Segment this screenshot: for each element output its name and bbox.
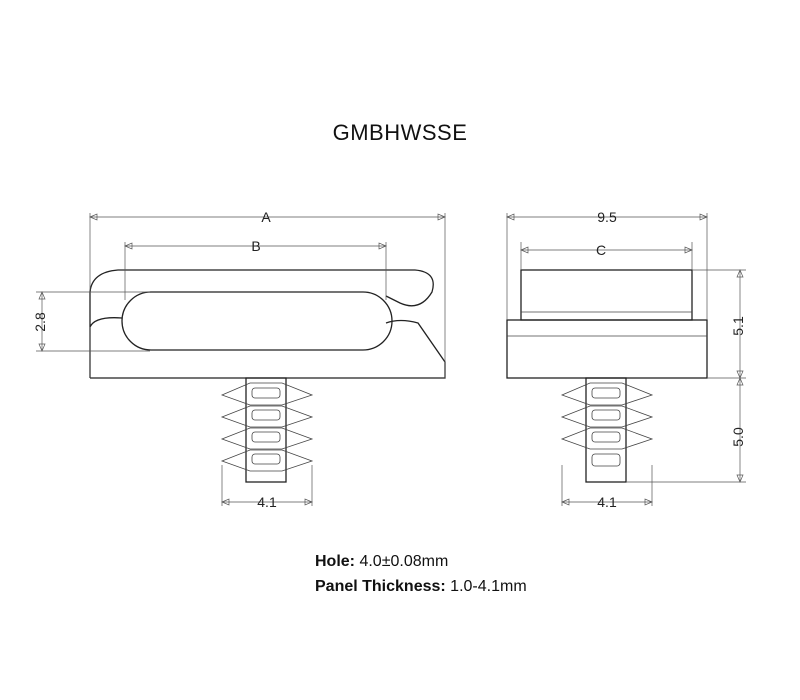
- side-view: 9.5 C 5.1 5.0 4.1: [506, 209, 746, 510]
- dimension-5-1-label: 5.1: [730, 316, 746, 336]
- front-view-stem: [220, 377, 314, 483]
- dimension-9-5: 9.5: [506, 209, 708, 320]
- hole-label: Hole:: [315, 553, 355, 570]
- side-view-stem: [560, 377, 654, 483]
- dimension-5-1: 5.1: [692, 269, 746, 379]
- dimension-9-5-label: 9.5: [597, 209, 617, 225]
- dimension-c-label: C: [596, 242, 606, 258]
- panel-label: Panel Thickness:: [315, 578, 446, 595]
- dimension-2-8-label: 2.8: [32, 312, 48, 332]
- front-view-body: [89, 269, 446, 379]
- dimension-5-0-label: 5.0: [730, 427, 746, 447]
- dimension-c: C: [520, 242, 693, 270]
- dimension-a: A: [89, 209, 446, 378]
- dimension-b: B: [124, 238, 387, 300]
- dimension-b-label: B: [251, 238, 260, 254]
- panel-thickness-spec: Panel Thickness: 1.0-4.1mm: [315, 578, 527, 596]
- dimension-a-label: A: [261, 209, 271, 225]
- dimension-2-8: 2.8: [32, 291, 150, 352]
- hole-value: 4.0±0.08mm: [359, 553, 449, 570]
- side-view-top-block: [520, 269, 693, 321]
- front-view: A B 2.8 4.1: [32, 209, 446, 510]
- dimension-4-1-left-label: 4.1: [257, 494, 277, 510]
- front-view-slot: [121, 291, 393, 351]
- dimension-4-1-right-label: 4.1: [597, 494, 617, 510]
- side-view-base: [506, 319, 708, 379]
- dimension-5-0: 5.0: [626, 377, 746, 483]
- panel-value: 1.0-4.1mm: [450, 578, 527, 595]
- hole-spec: Hole: 4.0±0.08mm: [315, 553, 448, 571]
- dimension-4-1-right: 4.1: [561, 465, 653, 510]
- dimension-4-1-left: 4.1: [221, 465, 313, 510]
- drawing-title: GMBHWSSE: [332, 120, 468, 145]
